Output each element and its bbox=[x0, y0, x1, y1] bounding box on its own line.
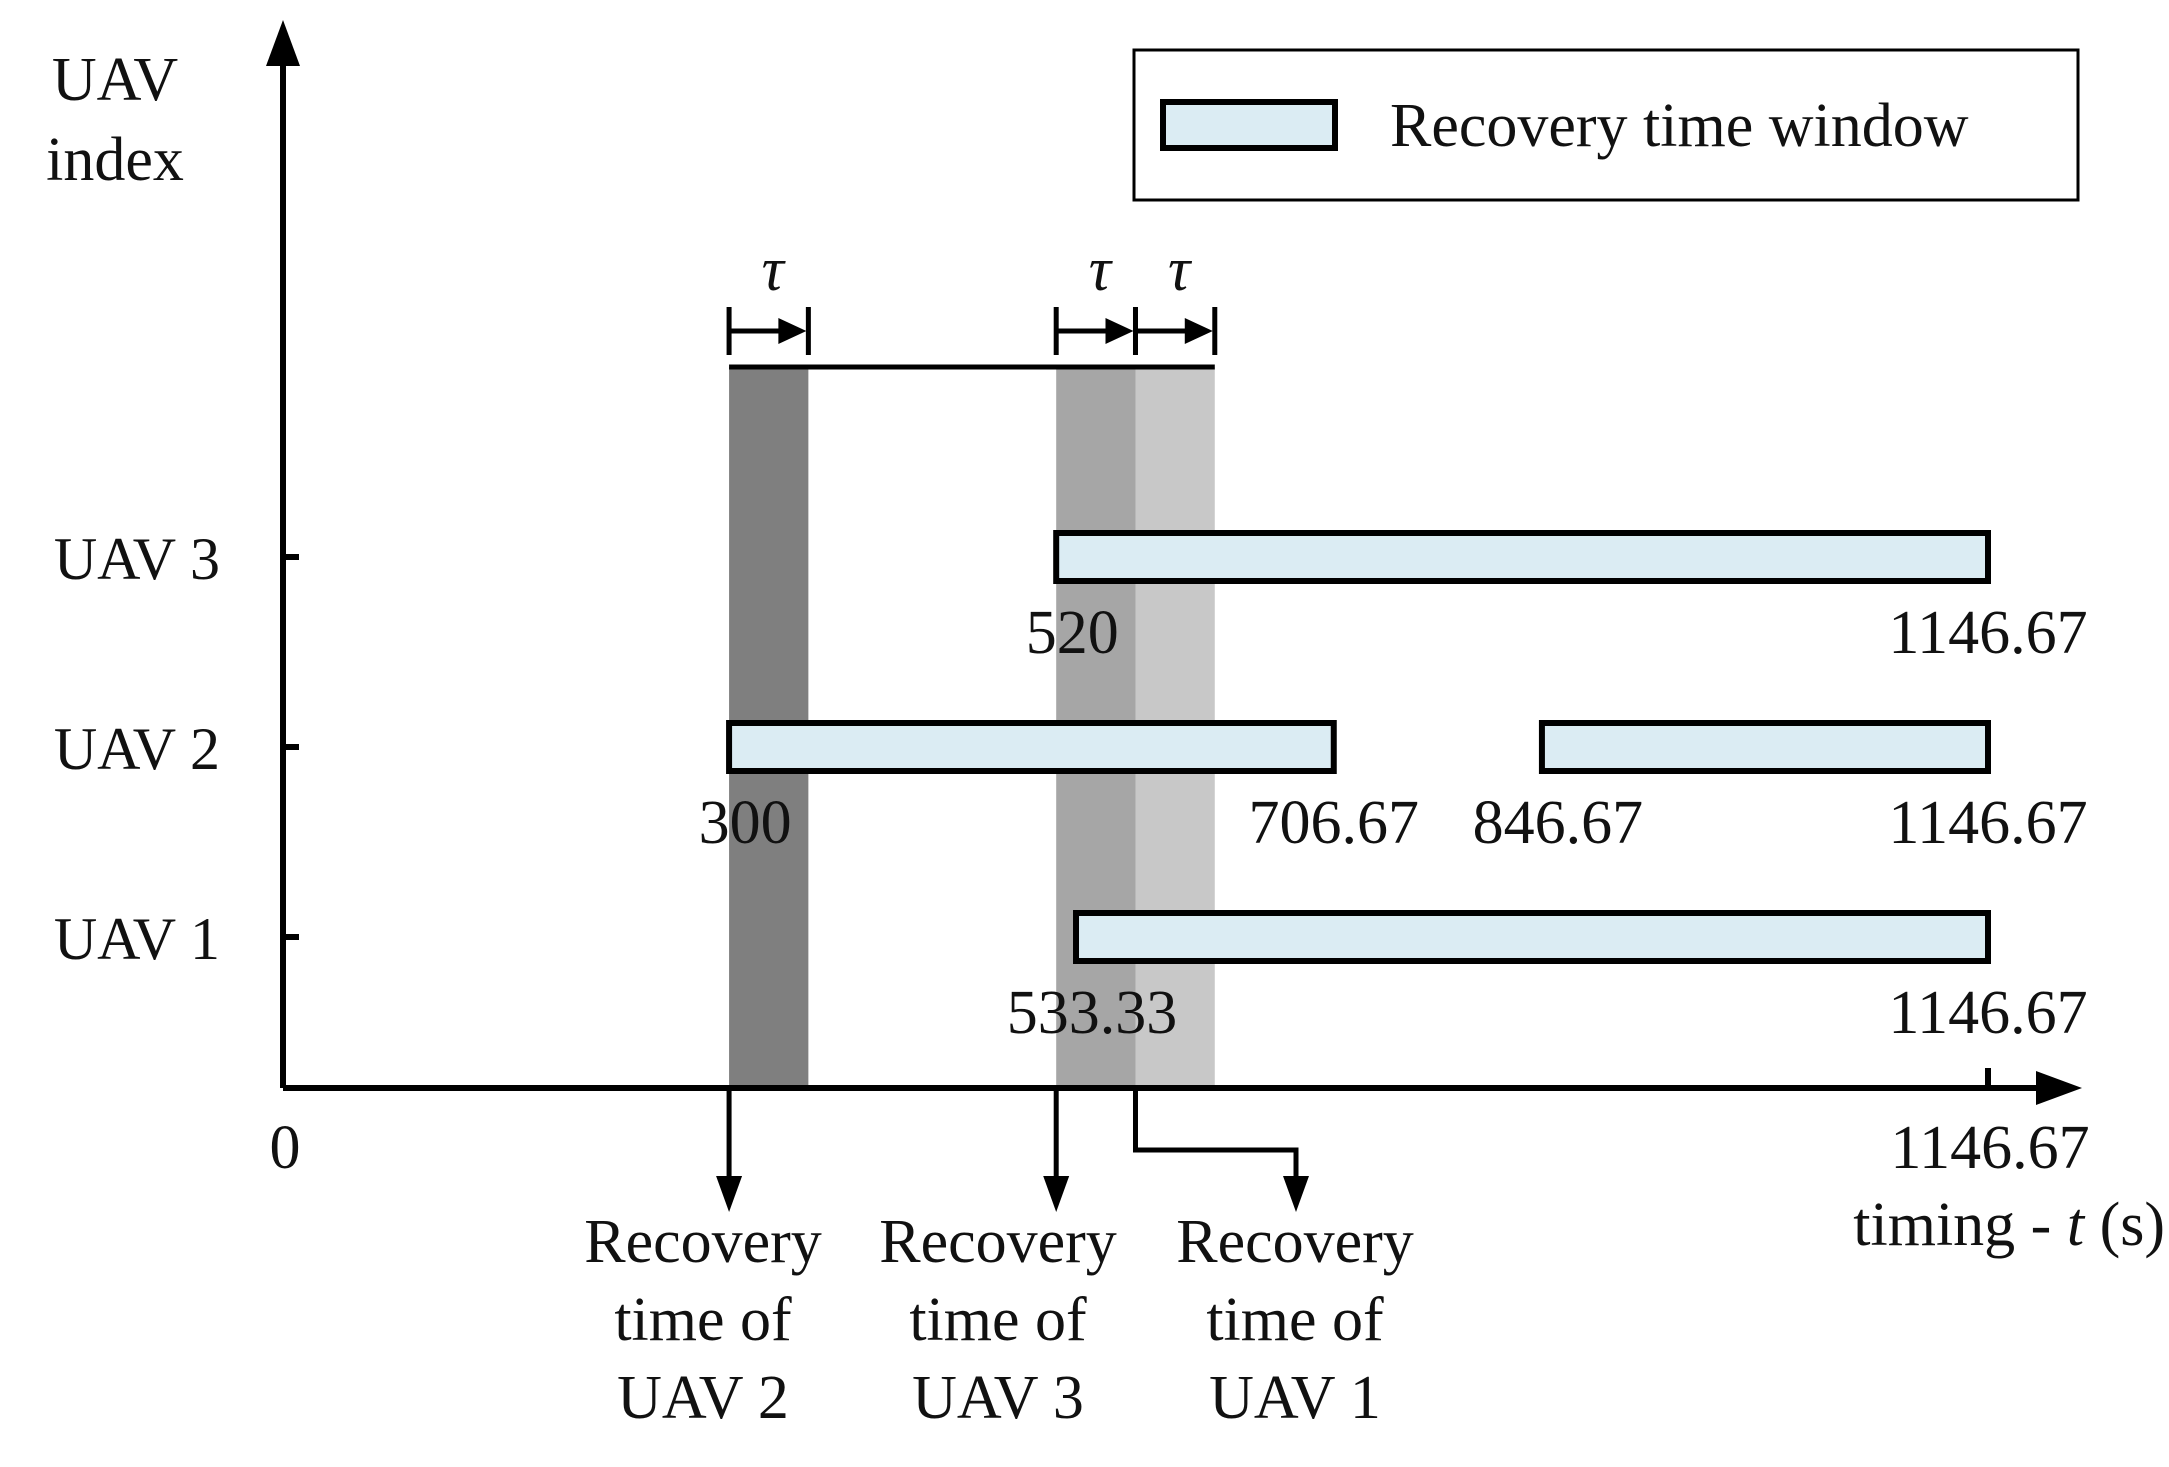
recovery-callout-label: UAV 2 bbox=[617, 1364, 789, 1432]
x-axis-arrow bbox=[2036, 1071, 2082, 1105]
x-end-label: 1146.67 bbox=[1890, 1114, 2089, 1182]
y-axis-title-line2: index bbox=[46, 126, 184, 194]
recovery-callout-label: time of bbox=[909, 1286, 1087, 1354]
recovery-window-bar bbox=[1073, 910, 1991, 964]
callout-arrow bbox=[1043, 1176, 1070, 1212]
x-axis-title-prefix: timing - bbox=[1853, 1191, 2067, 1259]
recovery-window-bar bbox=[1538, 720, 1991, 774]
legend-label: Recovery time window bbox=[1390, 92, 1969, 160]
callout-line bbox=[1132, 1088, 1299, 1180]
recovery-callout-label: Recovery bbox=[584, 1208, 822, 1276]
y-axis-arrow bbox=[266, 20, 300, 66]
x-axis-title-var: t bbox=[2067, 1191, 2086, 1259]
tau-label: τ bbox=[1168, 236, 1193, 304]
tau-label: τ bbox=[762, 236, 787, 304]
recovery-callout-label: UAV 3 bbox=[912, 1364, 1084, 1432]
y-axis-title-line1: UAV bbox=[52, 46, 179, 114]
window-end-label: 706.67 bbox=[1249, 789, 1420, 857]
tau-bracket-arrow bbox=[1105, 318, 1134, 344]
tau-bracket-arrow bbox=[778, 318, 807, 344]
legend: Recovery time window bbox=[1132, 48, 2080, 202]
uav-row-label: UAV 2 bbox=[54, 716, 220, 782]
recovery-callout-label: time of bbox=[614, 1286, 792, 1354]
window-start-label: 533.33 bbox=[1007, 979, 1178, 1047]
x-axis-title-suffix: (s) bbox=[2084, 1191, 2165, 1259]
recovery-callout-label: time of bbox=[1206, 1286, 1384, 1354]
tau-label: τ bbox=[1089, 236, 1114, 304]
window-start-label: 520 bbox=[1026, 599, 1119, 667]
recovery-callout-label: Recovery bbox=[1176, 1208, 1414, 1276]
callout-arrow bbox=[716, 1176, 743, 1212]
uav-row-label: UAV 3 bbox=[54, 526, 220, 592]
legend-swatch bbox=[1160, 99, 1338, 151]
recovery-callout-label: UAV 1 bbox=[1209, 1364, 1381, 1432]
tau-bracket-arrow bbox=[1184, 318, 1213, 344]
recovery-callouts: Recovery time of UAV 2 Recovery time of UAV 3… bbox=[584, 1088, 1414, 1432]
recovery-callout-label: Recovery bbox=[879, 1208, 1117, 1276]
window-end-label: 1146.67 bbox=[1888, 599, 2087, 667]
recovery-window-bar bbox=[1053, 530, 1991, 584]
x-axis-title: timing - t (s) bbox=[1853, 1191, 2165, 1259]
callout-arrow bbox=[1283, 1176, 1309, 1212]
x-origin-label: 0 bbox=[270, 1114, 301, 1182]
window-start-label: 300 bbox=[699, 789, 792, 857]
window-end-label: 1146.67 bbox=[1888, 979, 2087, 1047]
uav-row-label: UAV 1 bbox=[54, 906, 220, 972]
recovery-window-bar bbox=[726, 720, 1337, 774]
axes bbox=[266, 20, 2082, 1105]
window-end-label: 1146.67 bbox=[1888, 789, 2087, 857]
window-start-label: 846.67 bbox=[1473, 789, 1644, 857]
recovery-windows bbox=[726, 530, 1991, 964]
